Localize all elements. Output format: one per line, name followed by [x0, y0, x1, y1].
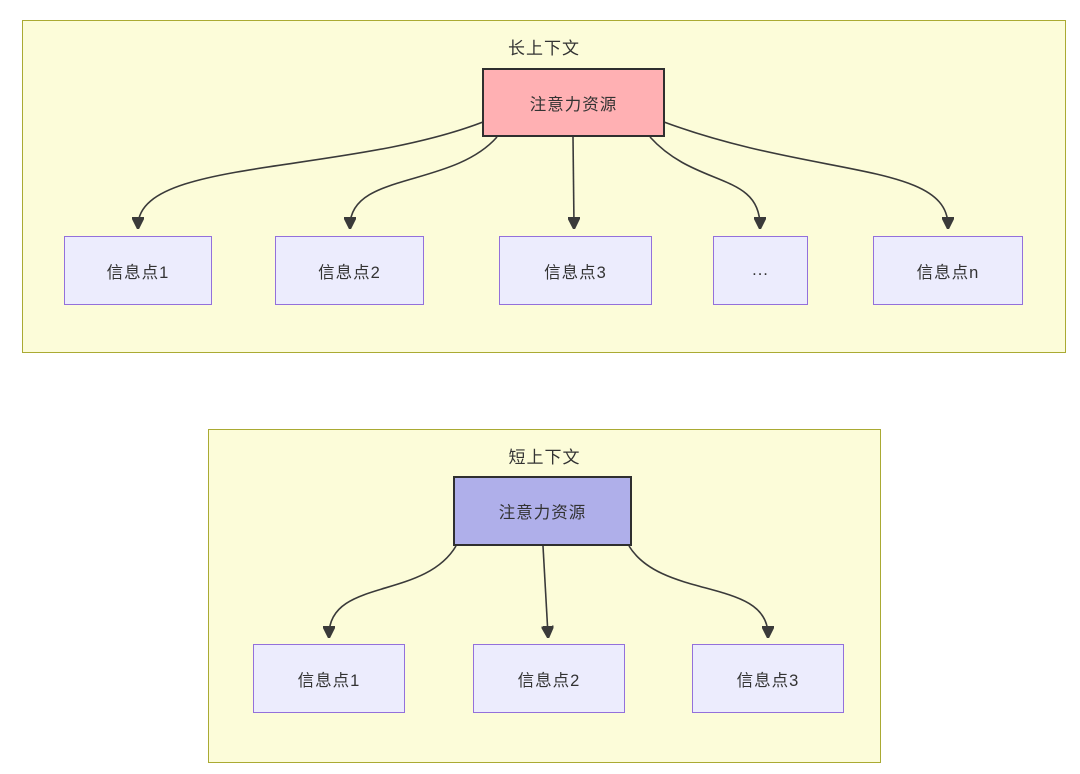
- node-long-info-2: 信息点2: [275, 236, 424, 305]
- node-short-info-2: 信息点2: [473, 644, 625, 713]
- node-short-attention-resources: 注意力资源: [453, 476, 632, 546]
- node-long-info-ellipsis: ...: [713, 236, 808, 305]
- cluster-short-context-title: 短上下文: [508, 448, 581, 467]
- node-long-info-n: 信息点n: [873, 236, 1023, 305]
- cluster-long-context-title: 长上下文: [508, 39, 580, 58]
- node-long-info-1: 信息点1: [64, 236, 212, 305]
- node-short-info-1: 信息点1: [253, 644, 405, 713]
- node-long-info-3: 信息点3: [499, 236, 652, 305]
- node-short-info-3: 信息点3: [692, 644, 844, 713]
- node-long-attention-resources: 注意力资源: [482, 68, 665, 137]
